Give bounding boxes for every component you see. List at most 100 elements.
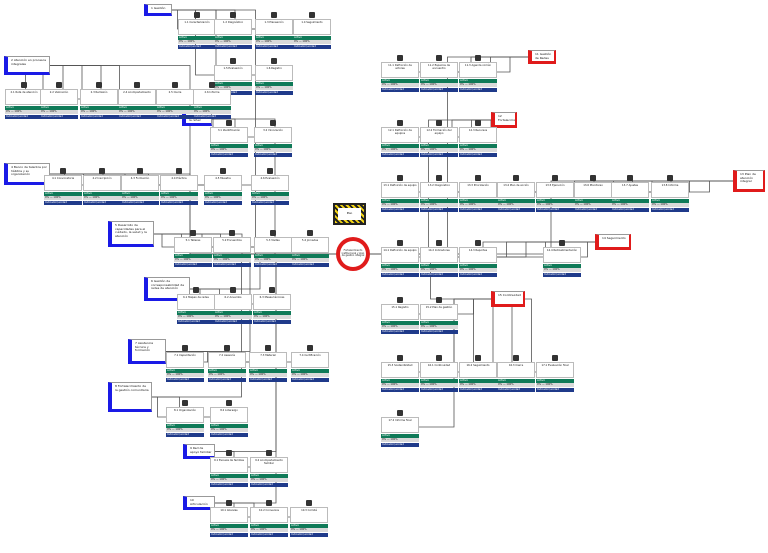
indicator-unit: Indicador/unidad	[254, 152, 292, 157]
indicator-unit: Indicador/unidad	[459, 152, 497, 157]
indicator-unit: Indicador/unidad	[5, 114, 43, 119]
goal-node[interactable]: 11 Gestión de Redes	[528, 50, 556, 64]
goal-node[interactable]: 8 Fortalecimiento de la gestión comunita…	[108, 382, 152, 412]
goal-node[interactable]: 2 Atención en procesos integrales	[4, 56, 50, 75]
activity-title: 15.1 Registro	[381, 304, 419, 320]
pin-icon	[271, 58, 277, 64]
indicator-unit: Indicador/unidad	[420, 387, 458, 392]
goal-node[interactable]: 9 Red de apoyo familiar	[183, 444, 215, 459]
root-node[interactable]: Fortalecimiento institucional y plan de …	[336, 237, 370, 271]
activity-title: 6.2 Acuerdos	[214, 294, 252, 310]
indicator-unit: Indicador/unidad	[174, 262, 212, 267]
pin-icon	[397, 55, 403, 61]
status-active: Activo	[459, 263, 497, 268]
indicator-unit: Indicador/unidad	[459, 207, 497, 212]
activity-title: 14.3 Reportes	[459, 247, 497, 263]
goal-node[interactable]: 14 Seguimiento	[595, 234, 631, 250]
pin-icon	[307, 230, 313, 236]
progress-range: 0% — 100%	[166, 373, 204, 378]
goal-node[interactable]: 4 Banco de talentos por hábitos y su org…	[4, 163, 50, 185]
goal-node[interactable]: 7 Asistencia técnica y formación	[128, 339, 166, 364]
goal-node[interactable]: 12 Fortalecimiento	[491, 112, 517, 128]
status-active: Activo	[381, 433, 419, 438]
goal-node[interactable]: 15 Continuidad	[491, 291, 525, 307]
indicator-unit: Indicador/unidad	[254, 262, 292, 267]
goal-node[interactable]: 13 Plan de atención integral	[733, 170, 765, 192]
goal-node[interactable]: 10 Articulación	[183, 496, 215, 510]
indicator-unit: Indicador/unidad	[210, 482, 248, 487]
activity-title: 13.6 Monitoreo	[574, 182, 612, 198]
indicator-unit: Indicador/unidad	[574, 207, 612, 212]
goal-node[interactable]: 1 Gestión	[144, 4, 172, 16]
pin-icon	[397, 297, 403, 303]
progress-range: 0% — 100%	[420, 83, 458, 88]
goal-node[interactable]: 5 Desarrollo de capacidades para el cuid…	[108, 221, 154, 247]
indicator-unit: Indicador/unidad	[420, 207, 458, 212]
status-active: Activo	[210, 143, 248, 148]
